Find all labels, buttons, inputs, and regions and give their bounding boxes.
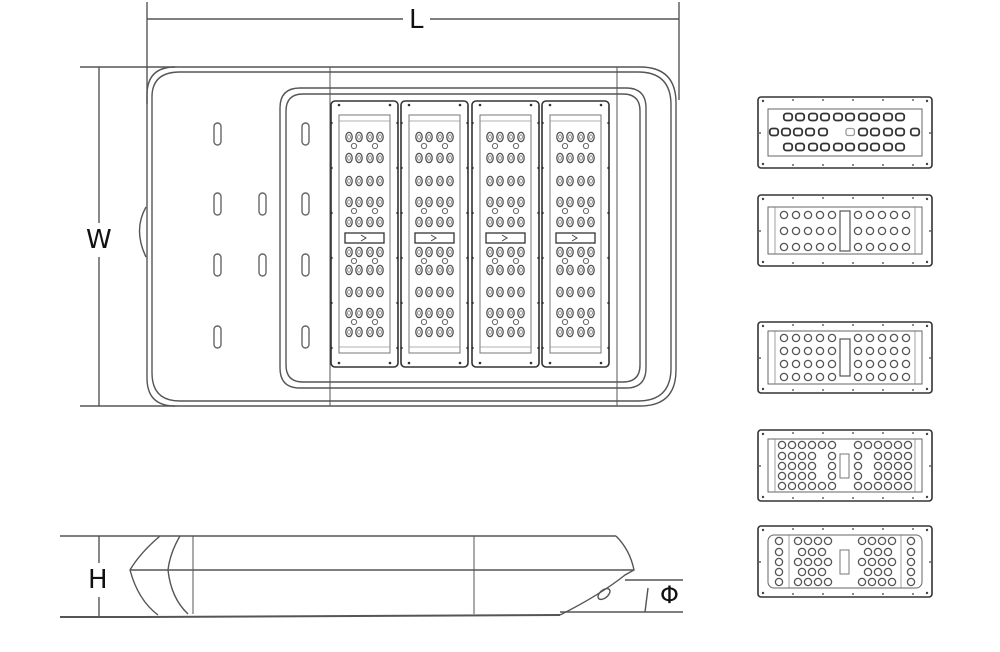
top-view: [80, 2, 680, 407]
module-variant-3: [757, 321, 933, 394]
led-module-4: [541, 101, 609, 367]
module-variants: [757, 96, 933, 598]
module-variant-2: [757, 194, 933, 267]
diameter-label: Φ: [660, 581, 679, 609]
side-view: [60, 535, 683, 618]
module-variant-4: [757, 429, 933, 502]
housing-outline: [138, 66, 677, 407]
led-module-2: [400, 101, 468, 367]
led-module-3: [471, 101, 539, 367]
module-variant-5: [757, 525, 933, 598]
led-module-1: [330, 101, 398, 367]
vent-slots: [213, 122, 310, 349]
length-label: L: [403, 7, 430, 33]
led-module-array: [330, 101, 609, 367]
width-label: W: [86, 223, 112, 257]
module-variant-1: [757, 96, 933, 169]
height-label: H: [88, 563, 108, 597]
